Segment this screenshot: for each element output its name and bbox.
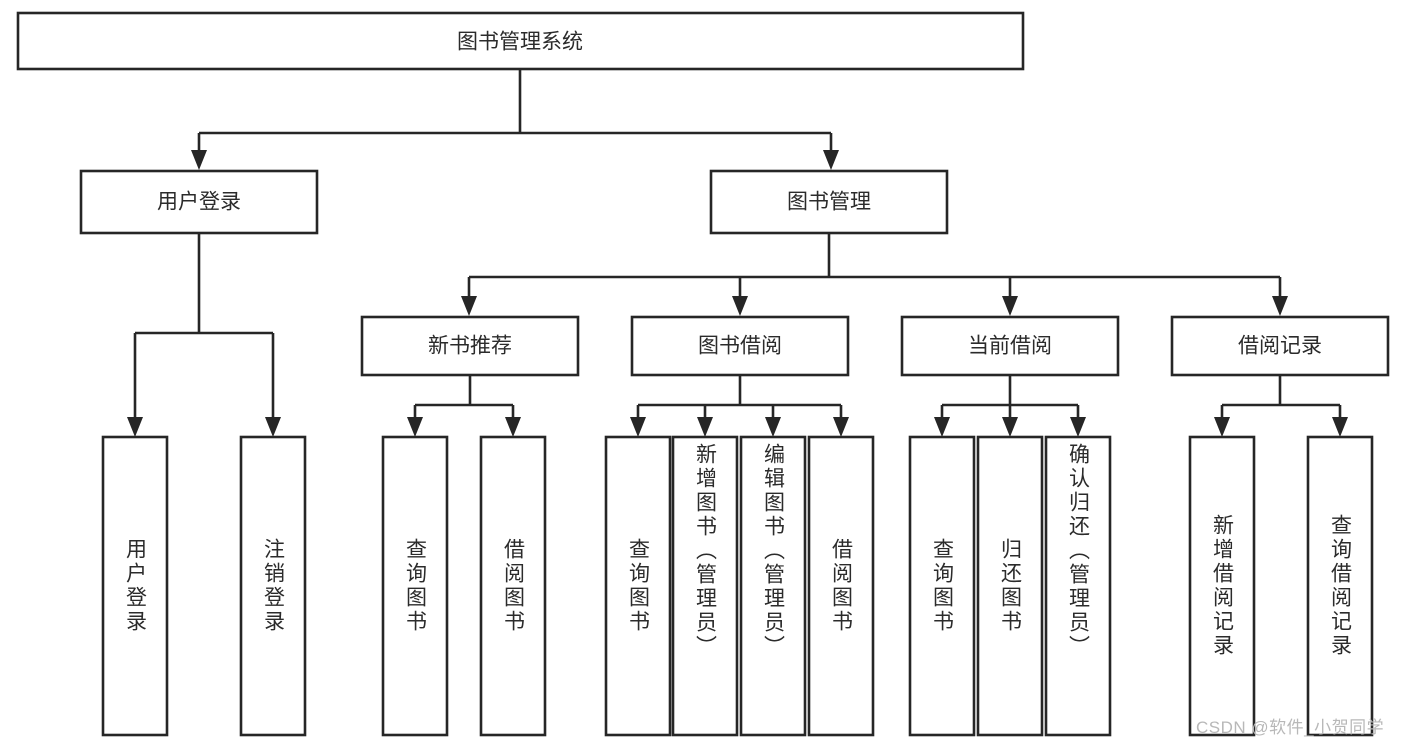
arrow-head-user-login-1	[127, 417, 143, 437]
node-root-box	[16, 11, 1025, 71]
node-book-management[interactable]: 图书管理	[709, 169, 949, 235]
arrow-head-root-2	[823, 150, 839, 170]
arrow-head-cb-1	[934, 417, 950, 437]
arrow-head-br-1	[1214, 417, 1230, 437]
arrow-head-cb-2	[1002, 417, 1018, 437]
arrow-head-bb-4	[833, 417, 849, 437]
arrow-head-root-1	[191, 150, 207, 170]
arrow-head-cb-3	[1070, 417, 1086, 437]
node-borrow-record[interactable]: 借阅记录	[1170, 315, 1390, 377]
arrow-head-bm-4	[1272, 296, 1288, 316]
leaf-box-user-login-1[interactable]	[101, 435, 169, 737]
arrow-head-bb-3	[765, 417, 781, 437]
leaf-box-current-borrow-2[interactable]	[976, 435, 1044, 737]
arrow-head-nbr-2	[505, 417, 521, 437]
node-root[interactable]: 图书管理系统	[16, 11, 1025, 71]
node-new-book-recommend-box	[360, 315, 580, 377]
leaf-box-user-login-2[interactable]	[239, 435, 307, 737]
leaf-box-book-borrow-2[interactable]	[671, 435, 739, 737]
node-borrow-record-label: 借阅记录	[1238, 335, 1322, 358]
leaf-box-current-borrow-3[interactable]	[1044, 435, 1112, 737]
node-current-borrow[interactable]: 当前借阅	[900, 315, 1120, 377]
leaf-box-borrow-record-1[interactable]	[1188, 435, 1256, 737]
arrow-head-bb-1	[630, 417, 646, 437]
arrow-head-bm-3	[1002, 296, 1018, 316]
node-book-borrow[interactable]: 图书借阅	[630, 315, 850, 377]
leaf-box-book-borrow-1[interactable]	[604, 435, 672, 737]
node-new-book-recommend[interactable]: 新书推荐	[360, 315, 580, 377]
node-book-borrow-label: 图书借阅	[698, 335, 782, 358]
node-root-label: 图书管理系统	[457, 31, 583, 54]
csdn-watermark: CSDN @软件_小贺同学	[1196, 718, 1385, 737]
node-book-management-box	[709, 169, 949, 235]
leaf-box-borrow-record-2[interactable]	[1306, 435, 1374, 737]
node-user-login[interactable]: 用户登录	[79, 169, 319, 235]
node-borrow-record-box	[1170, 315, 1390, 377]
arrow-head-user-login-2	[265, 417, 281, 437]
node-new-book-recommend-label: 新书推荐	[428, 335, 512, 358]
arrow-head-bm-2	[732, 296, 748, 316]
leaf-box-book-borrow-3[interactable]	[739, 435, 807, 737]
leaf-box-current-borrow-1[interactable]	[908, 435, 976, 737]
node-book-management-label: 图书管理	[787, 191, 871, 214]
node-current-borrow-box	[900, 315, 1120, 377]
arrow-head-bm-1	[461, 296, 477, 316]
node-book-borrow-box	[630, 315, 850, 377]
leaf-box-book-borrow-4[interactable]	[807, 435, 875, 737]
node-current-borrow-label: 当前借阅	[968, 335, 1052, 358]
arrow-head-bb-2	[697, 417, 713, 437]
arrow-head-nbr-1	[407, 417, 423, 437]
arrow-head-br-2	[1332, 417, 1348, 437]
node-user-login-label: 用户登录	[157, 191, 241, 214]
leaf-box-new-book-2[interactable]	[479, 435, 547, 737]
leaf-box-new-book-1[interactable]	[381, 435, 449, 737]
